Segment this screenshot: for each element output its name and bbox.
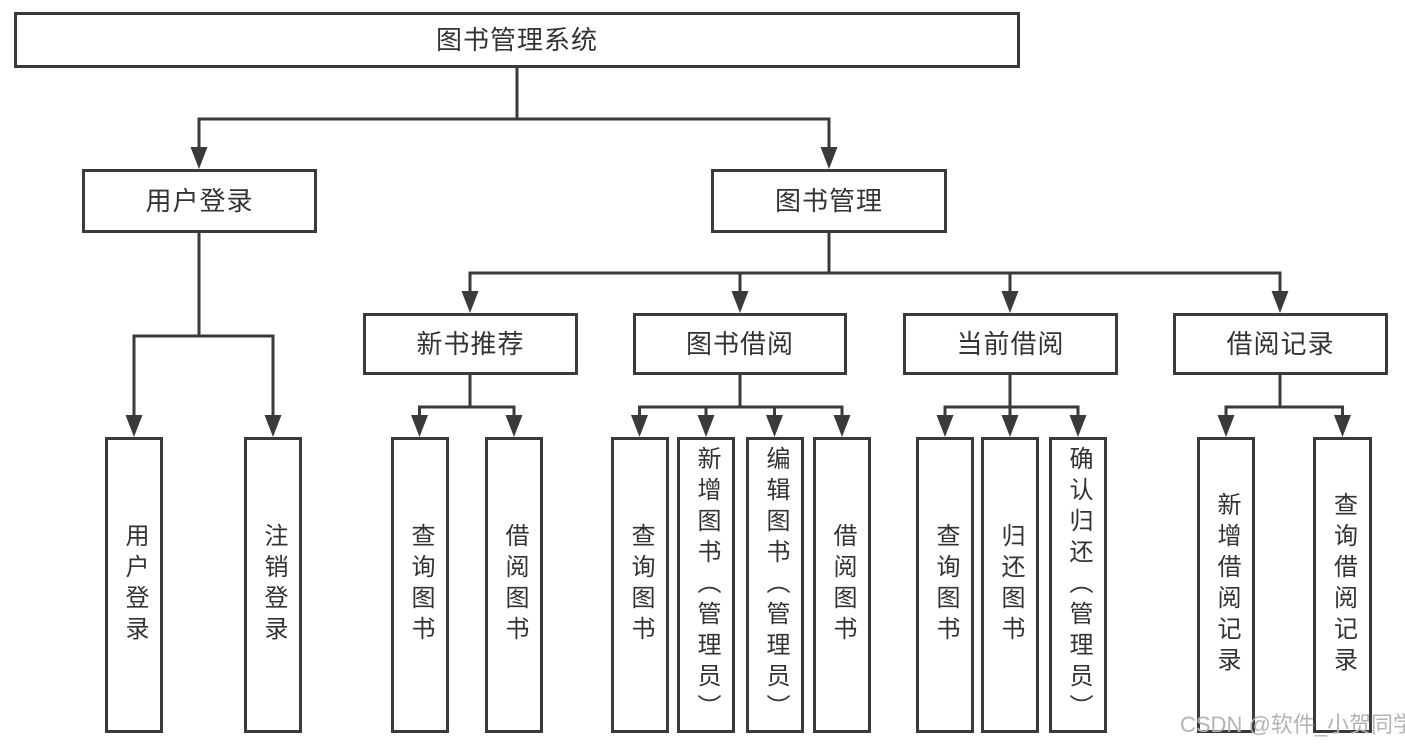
node-label: 归还图书 <box>997 523 1024 647</box>
node-label: 新增借阅记录 <box>1213 492 1240 678</box>
leaf-edit-books-admin: 编辑图书（管理员） <box>746 437 804 733</box>
node-label: 确认归还（管理员） <box>1065 445 1092 725</box>
leaf-query-borrow-record: 查询借阅记录 <box>1313 437 1372 733</box>
leaf-query-books-current: 查询图书 <box>916 437 974 733</box>
node-label: 新增图书（管理员） <box>693 445 720 725</box>
node-label: 查询借阅记录 <box>1329 492 1357 678</box>
node-book-management-branch: 图书管理 <box>711 169 947 233</box>
leaf-add-books-admin: 新增图书（管理员） <box>677 437 735 733</box>
leaf-borrow-books: 借阅图书 <box>813 437 871 733</box>
node-borrow-records: 借阅记录 <box>1173 313 1388 375</box>
node-label: 图书借阅 <box>685 329 794 359</box>
node-new-book-recommend: 新书推荐 <box>363 313 578 375</box>
node-label: 借阅记录 <box>1226 329 1335 359</box>
leaf-return-books: 归还图书 <box>981 437 1039 733</box>
node-label: 注销登录 <box>260 523 287 647</box>
node-root-system: 图书管理系统 <box>14 12 1020 68</box>
leaf-query-books-recommend: 查询图书 <box>391 437 449 733</box>
node-user-login-branch: 用户登录 <box>82 169 317 233</box>
leaf-logout: 注销登录 <box>244 437 302 733</box>
leaf-query-books-borrow: 查询图书 <box>611 437 669 733</box>
node-label: 图书管理 <box>774 186 883 216</box>
node-label: 查询图书 <box>932 523 959 647</box>
node-label: 查询图书 <box>627 523 654 647</box>
node-current-borrow: 当前借阅 <box>903 313 1118 375</box>
node-label: 图书管理系统 <box>435 25 598 55</box>
leaf-user-login: 用户登录 <box>105 437 163 733</box>
node-label: 借阅图书 <box>829 523 856 647</box>
node-label: 借阅图书 <box>501 523 528 647</box>
node-label: 用户登录 <box>121 523 148 647</box>
leaf-borrow-books-recommend: 借阅图书 <box>485 437 543 733</box>
node-label: 查询图书 <box>407 523 434 647</box>
node-label: 编辑图书（管理员） <box>762 445 789 725</box>
node-label: 用户登录 <box>145 186 254 216</box>
leaf-add-borrow-record: 新增借阅记录 <box>1197 437 1255 733</box>
node-label: 当前借阅 <box>956 329 1065 359</box>
node-label: 新书推荐 <box>416 329 525 359</box>
node-book-borrow: 图书借阅 <box>633 313 847 375</box>
watermark-text: CSDN @软件_小贺同学 <box>1180 712 1405 737</box>
leaf-confirm-return-admin: 确认归还（管理员） <box>1049 437 1107 733</box>
